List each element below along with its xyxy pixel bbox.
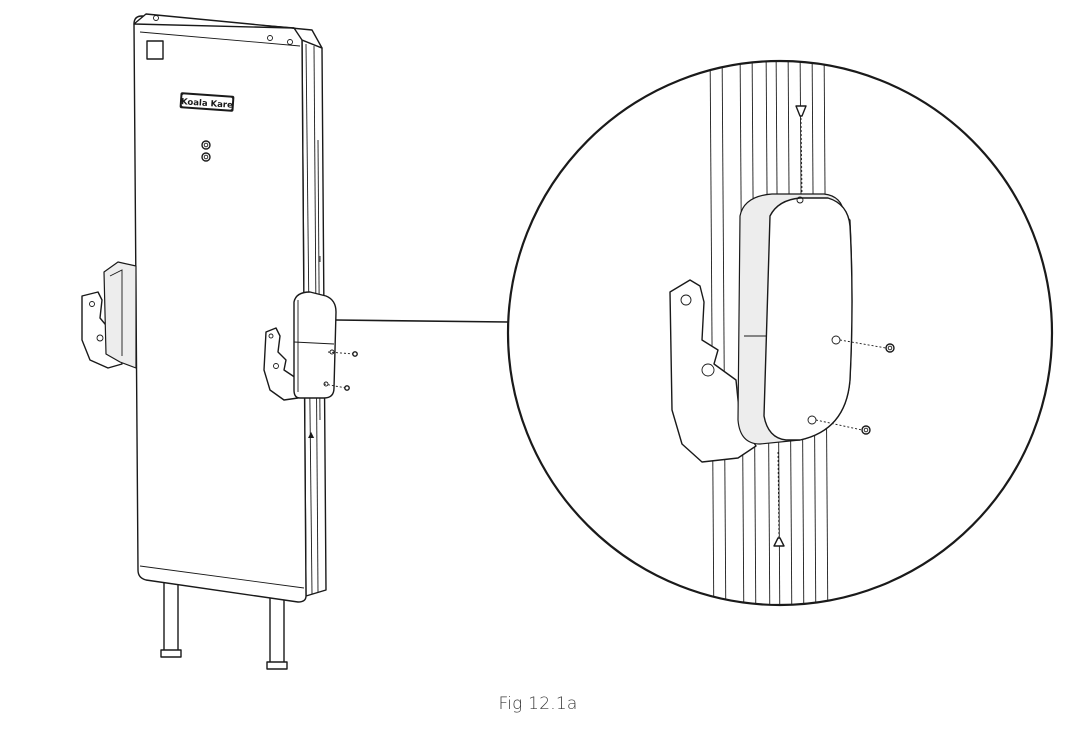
right-hinge-bracket: [263, 327, 299, 401]
figure-caption: Fig 12.1a: [498, 694, 578, 714]
brand-badge: Koala Kare: [179, 92, 235, 112]
detail-magnifier-circle: [506, 59, 1054, 607]
svg-text:▲: ▲: [308, 430, 315, 439]
leader-line: [335, 319, 509, 323]
indicator-lights: [201, 140, 211, 162]
legs: [160, 577, 288, 670]
hinge-cover: [293, 291, 337, 399]
screws: [323, 349, 358, 391]
left-bracket-assembly: [81, 261, 137, 369]
brand-label: Koala Kare: [181, 97, 234, 111]
